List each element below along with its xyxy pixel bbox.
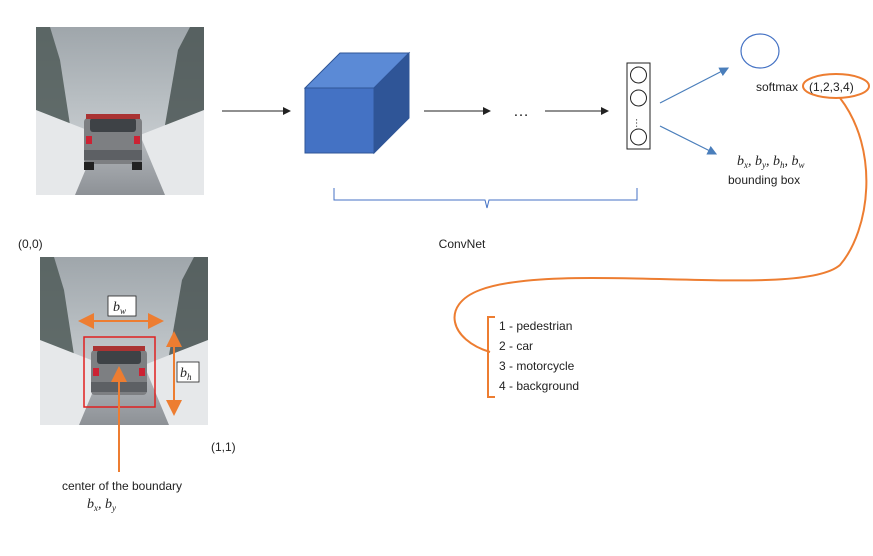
height-label-box [176,361,200,383]
convnet-brace [333,188,638,209]
center-variables: bx, by [87,497,116,513]
softmax-label: softmax [756,80,798,94]
softmax-classes: (1,2,3,4) [809,80,854,94]
width-label: bw [113,300,126,316]
class-item: 3 - motorcycle [499,359,575,373]
softmax-highlight [802,73,870,99]
input-photo [36,27,204,195]
class-connector-curve [453,97,868,353]
class-list-bracket [487,316,495,398]
center-caption: center of the boundary [62,479,182,493]
conv-cube [303,51,411,155]
svg-text:…: … [633,118,644,128]
annotated-photo [40,257,208,425]
class-item: 4 - background [499,379,579,393]
width-label-box [107,295,137,317]
class-list: 1 - pedestrian 2 - car 3 - motorcycle 4 … [499,319,579,393]
bbox-label: bounding box [728,173,800,187]
height-label: bh [180,366,192,382]
svg-text:bx, by, bh, bw: bx, by, bh, bw [737,154,805,170]
arrow-to-softmax [659,67,730,104]
arrow-to-bbox [659,125,718,155]
bbox-variables: bx, by, bh, bw [737,154,805,170]
origin-coordinate: (0,0) [18,237,43,251]
ellipsis: … [513,103,529,120]
softmax-node [740,33,780,69]
car [84,114,142,170]
corner-coordinate: (1,1) [211,440,236,454]
class-item: 2 - car [499,339,533,353]
fc-layer: … [626,62,651,150]
class-item: 1 - pedestrian [499,319,572,333]
convnet-label: ConvNet [439,237,486,251]
